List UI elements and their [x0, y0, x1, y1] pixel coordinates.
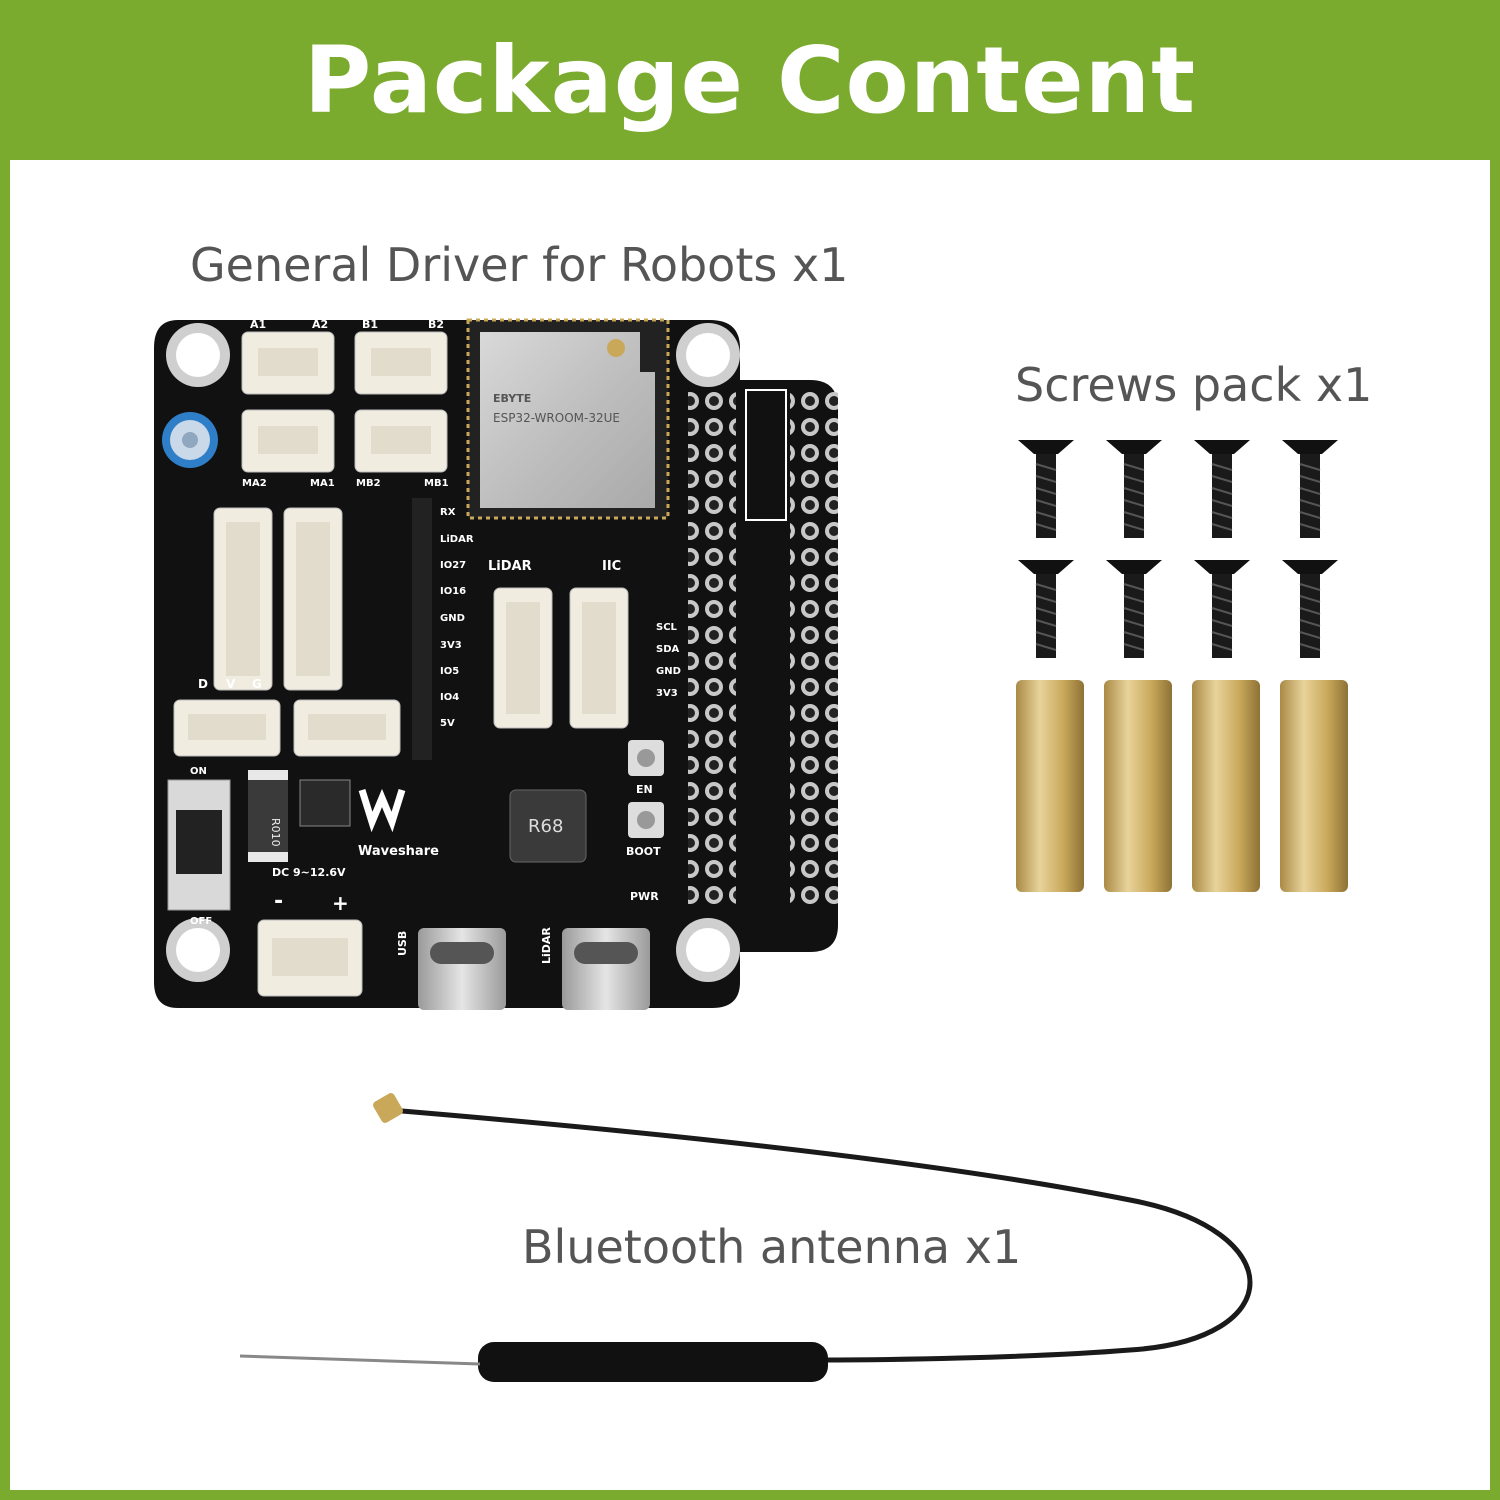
servo-connector — [293, 699, 401, 757]
driver-board-image: A1 A2 B1 B2 MA2 MA1 MB2 MB1 EBYTE ESP32-… — [154, 318, 838, 1010]
lidar-connector — [493, 587, 553, 729]
label-a1: A1 — [250, 318, 266, 331]
mounting-hole — [676, 323, 740, 387]
label-d: D — [198, 677, 208, 691]
label-io27: IO27 — [440, 560, 466, 571]
label-ma1: MA1 — [310, 478, 335, 489]
label-io16: IO16 — [440, 586, 466, 597]
screw — [1017, 439, 1075, 539]
antenna-sleeve — [478, 1342, 828, 1382]
capacitor — [162, 412, 218, 468]
label-gnd-pin: GND — [440, 613, 465, 624]
label-v: V — [226, 677, 236, 691]
screw — [1193, 439, 1251, 539]
label-b1: B1 — [362, 318, 378, 331]
label-g: G — [252, 677, 262, 691]
screws-pack-image — [1016, 439, 1348, 892]
label-boot: BOOT — [626, 845, 661, 858]
label-lidar-port: LiDAR — [540, 927, 553, 964]
label-iic: IIC — [602, 559, 621, 574]
label-mb1: MB1 — [424, 478, 449, 489]
label-lidar: LiDAR — [488, 559, 532, 574]
inductor-marking: R68 — [528, 816, 563, 837]
waveshare-logo: Waveshare — [358, 788, 439, 859]
module-brand: EBYTE — [493, 392, 531, 405]
usb-c-port — [562, 928, 650, 1010]
screw — [1193, 559, 1251, 659]
label-en: EN — [636, 783, 653, 796]
label-scl: SCL — [656, 622, 678, 633]
label-a2: A2 — [312, 318, 328, 331]
label-on: ON — [190, 766, 207, 777]
ufl-connector — [373, 1093, 403, 1123]
label-lidar-pin: LiDAR — [440, 534, 474, 545]
ic-chip — [299, 779, 351, 827]
servo-connector — [173, 699, 281, 757]
label-minus: - — [274, 889, 283, 914]
iic-connector — [569, 587, 629, 729]
mounting-hole — [166, 323, 230, 387]
content-panel: General Driver for Robots x1 Screws pack… — [10, 160, 1490, 1490]
bluetooth-antenna-image — [239, 1093, 1253, 1382]
label-b2: B2 — [428, 318, 444, 331]
gpio-header — [688, 388, 838, 908]
mounting-hole — [676, 918, 740, 982]
label-sda: SDA — [656, 644, 680, 655]
brand-label: Waveshare — [358, 844, 439, 859]
antenna-caption: Bluetooth antenna x1 — [522, 1220, 1022, 1274]
antenna-wire — [239, 1354, 481, 1366]
label-mb2: MB2 — [356, 478, 381, 489]
module-model: ESP32-WROOM-32UE — [493, 411, 620, 425]
label-3v3-pin: 3V3 — [440, 640, 462, 651]
usb-c-port — [418, 928, 506, 1010]
label-dc: DC 9~12.6V — [272, 866, 346, 879]
resistor-marking: R010 — [269, 818, 282, 847]
screws-caption: Screws pack x1 — [1015, 358, 1373, 412]
motor-connector — [241, 331, 335, 395]
label-usb: USB — [396, 931, 409, 956]
label-pwr: PWR — [630, 890, 659, 903]
label-io5: IO5 — [440, 666, 459, 677]
motor-connector-6pin — [283, 507, 343, 691]
inductor — [509, 789, 587, 863]
brass-standoff — [1192, 680, 1260, 892]
label-off: OFF — [190, 916, 212, 927]
screw — [1105, 439, 1163, 539]
label-3v3: 3V3 — [656, 688, 678, 699]
power-switch — [167, 779, 231, 911]
motor-connector — [241, 409, 335, 473]
mounting-hole — [166, 918, 230, 982]
brass-standoff — [1016, 680, 1084, 892]
label-5v-pin: 5V — [440, 718, 455, 729]
screw — [1281, 559, 1339, 659]
brass-standoff — [1280, 680, 1348, 892]
screw — [1105, 559, 1163, 659]
motor-connector-6pin — [213, 507, 273, 691]
shunt-resistor — [248, 770, 288, 862]
en-button — [628, 740, 664, 776]
label-gnd: GND — [656, 666, 681, 677]
screw — [1017, 559, 1075, 659]
esp32-module: EBYTE ESP32-WROOM-32UE — [466, 318, 670, 520]
boot-button — [628, 802, 664, 838]
page-title: Package Content — [303, 26, 1197, 134]
brass-standoff — [1104, 680, 1172, 892]
label-io4: IO4 — [440, 692, 459, 703]
label-ma2: MA2 — [242, 478, 267, 489]
motor-connector — [354, 409, 448, 473]
io-pin-strip — [412, 498, 432, 760]
power-connector — [257, 919, 363, 997]
board-caption: General Driver for Robots x1 — [190, 238, 849, 292]
label-rx: RX — [440, 507, 456, 518]
motor-connector — [354, 331, 448, 395]
header-banner: Package Content — [0, 0, 1500, 160]
antenna-cable — [389, 1107, 1253, 1363]
label-plus: + — [332, 891, 349, 915]
screw — [1281, 439, 1339, 539]
